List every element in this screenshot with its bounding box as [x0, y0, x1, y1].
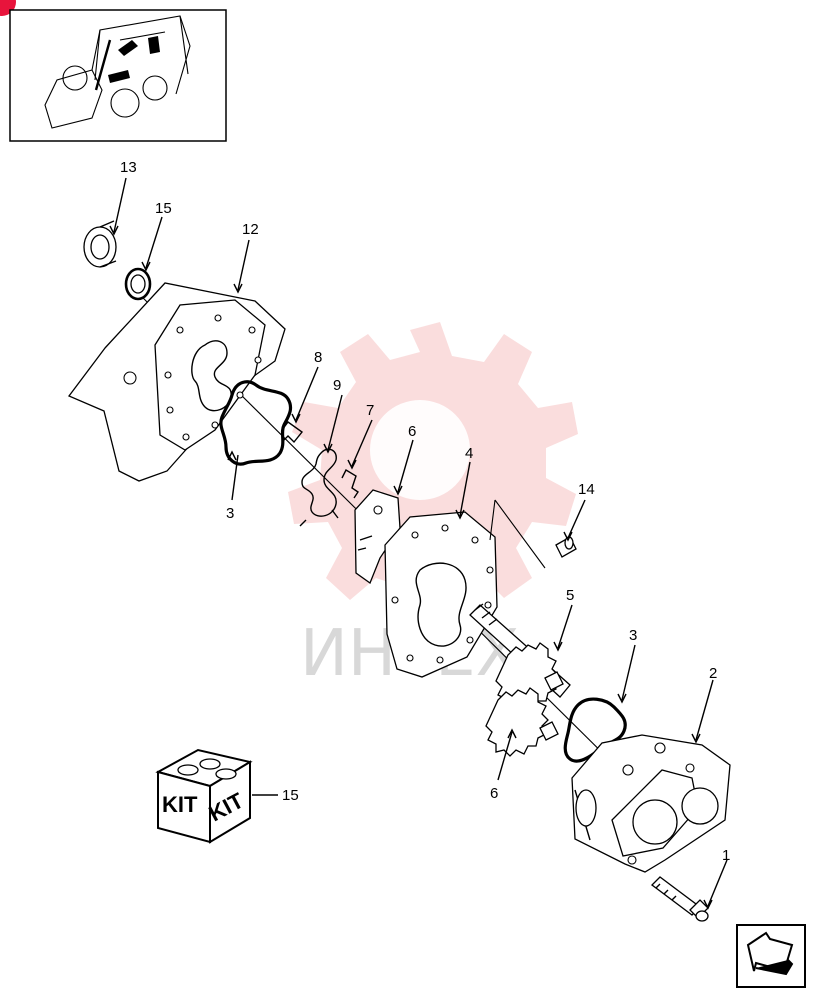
- leader-lines: [109, 177, 728, 910]
- part-15-kit-box: KIT KIT: [155, 748, 253, 844]
- callout-13: 14: [578, 481, 595, 498]
- part-2-front-cover: [571, 734, 731, 873]
- callout-1: 1: [722, 847, 730, 864]
- part-10-seal: [299, 448, 339, 527]
- part-1-bolt: [651, 876, 709, 922]
- callout-10: 9: [333, 377, 341, 394]
- callout-2: 2: [709, 665, 717, 682]
- callout-6: 6: [490, 785, 498, 802]
- loader-thumbnail: [9, 9, 227, 142]
- callout-4: 4: [465, 445, 473, 462]
- part-6-driven-gear: [485, 687, 559, 757]
- part-4-gear-housing: [384, 499, 546, 678]
- part-12-bearing: [83, 220, 117, 268]
- next-page-arrow-icon[interactable]: [736, 924, 806, 988]
- callout-11: 12: [242, 221, 259, 238]
- callout-5: 5: [566, 587, 574, 604]
- part-9-clip: [281, 421, 304, 444]
- part-7-wear-plate: [354, 489, 401, 585]
- part-11-rear-housing: [67, 282, 286, 482]
- callout-12: 13: [120, 159, 137, 176]
- callout-15: 15: [282, 787, 299, 804]
- part-3-o-ring-upper: [219, 380, 293, 466]
- callout-3-upper: 3: [226, 505, 234, 522]
- callout-9: 8: [314, 349, 322, 366]
- callout-7: 6: [408, 423, 416, 440]
- callout-14: 15: [155, 200, 172, 217]
- part-14-seal-ring: [124, 267, 152, 301]
- callout-3-lower: 3: [629, 627, 637, 644]
- callout-8: 7: [366, 402, 374, 419]
- kit-label-left: KIT: [162, 792, 198, 817]
- part-8-clip: [341, 469, 359, 499]
- corner-badge: [0, 0, 16, 16]
- part-13-dowel-pin: [555, 536, 577, 558]
